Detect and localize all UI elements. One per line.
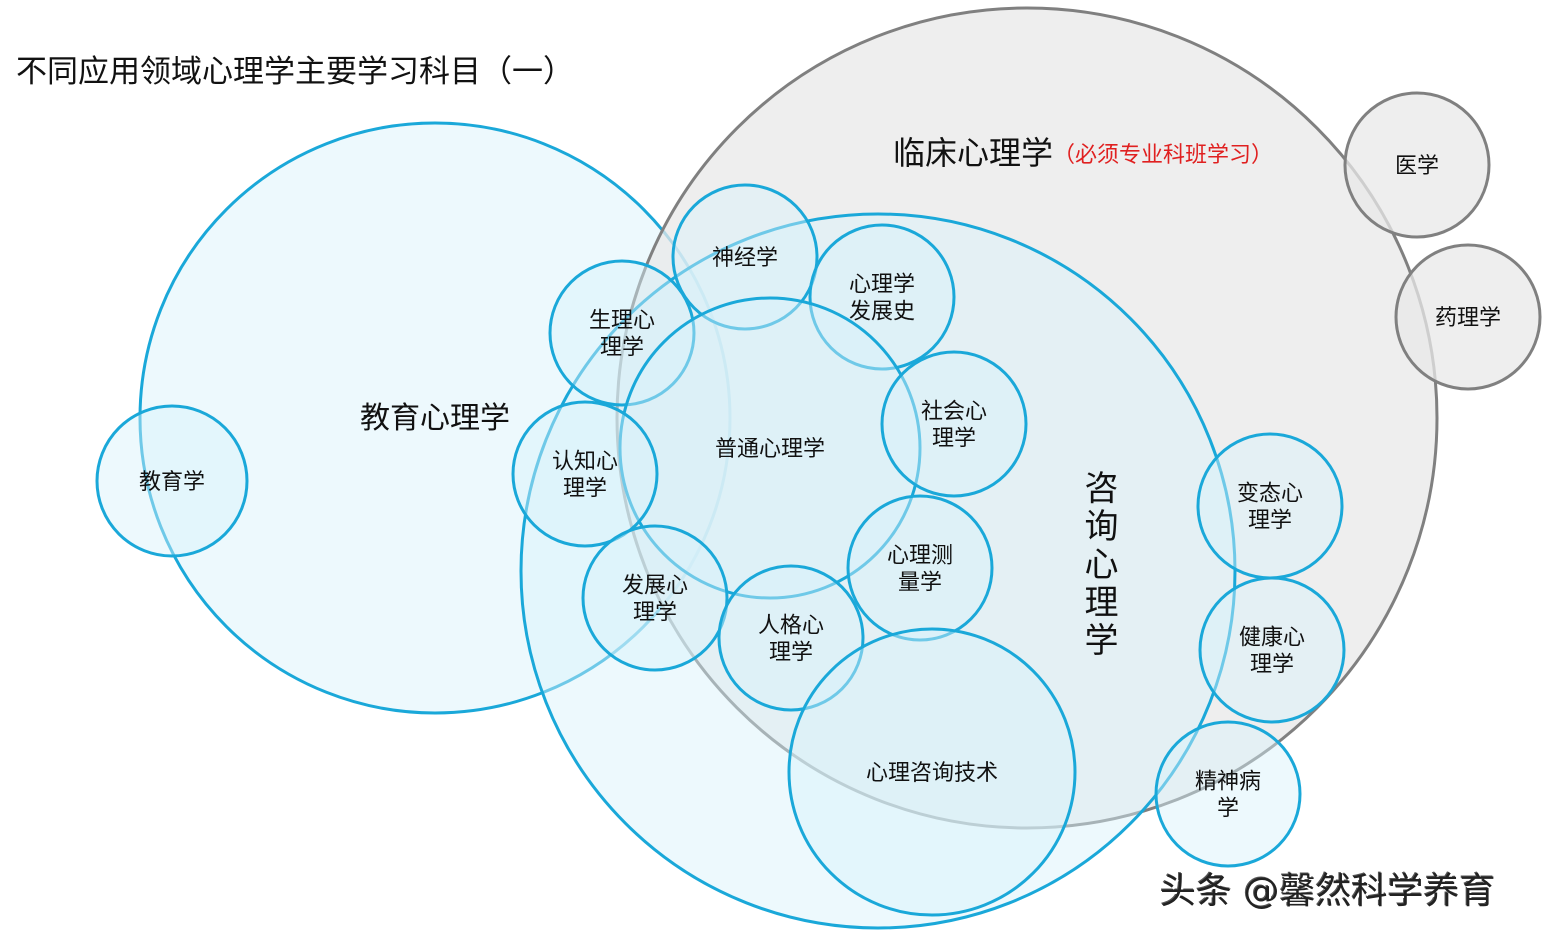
fazhan-circle <box>581 524 729 672</box>
fazhanshi-label: 心理学发展史 <box>849 273 915 325</box>
shehui-label: 社会心理学 <box>921 400 987 452</box>
clinical-note: （必须专业科班学习） <box>1053 143 1273 168</box>
clinical-label: 临床心理学（必须专业科班学习） <box>893 134 1273 172</box>
yaolixue-label: 药理学 <box>1435 306 1501 331</box>
renge-label: 人格心理学 <box>758 614 824 666</box>
yaolixue-circle <box>1394 243 1542 391</box>
education-psychology-label: 教育心理学 <box>360 401 510 436</box>
shengli-label: 生理心理学 <box>589 309 655 361</box>
jingshenbing-circle <box>1154 720 1302 868</box>
celiang-label: 心理测量学 <box>887 544 953 596</box>
renzhi-circle <box>511 400 659 548</box>
diagram-title: 不同应用领域心理学主要学习科目（一） <box>16 54 574 90</box>
jiankang-label: 健康心理学 <box>1239 626 1305 678</box>
jiaoyuxue-circle <box>95 404 249 558</box>
biantai-label: 变态心理学 <box>1237 482 1303 534</box>
yixue-label: 医学 <box>1395 154 1439 179</box>
shengli-circle <box>548 259 696 407</box>
jiaoyuxue-label: 教育学 <box>139 470 205 495</box>
fazhan-label: 发展心理学 <box>622 574 688 626</box>
shehui-circle <box>880 350 1028 498</box>
watermark: 头条 @馨然科学养育 <box>1160 871 1496 912</box>
zixunjishu-circle <box>787 627 1077 917</box>
yixue-circle <box>1343 91 1491 239</box>
renzhi-label: 认知心理学 <box>552 450 618 502</box>
jingshenbing-label: 精神病学 <box>1195 770 1261 822</box>
jiankang-circle <box>1198 576 1346 724</box>
putong-circle <box>618 296 922 600</box>
shenjingxue-label: 神经学 <box>712 246 778 271</box>
counseling-circle <box>519 212 1237 930</box>
celiang-circle <box>846 494 994 642</box>
counseling-label: 咨询心理学 <box>1078 470 1118 660</box>
putong-label: 普通心理学 <box>715 437 825 462</box>
fazhanshi-circle <box>808 223 956 371</box>
zixunjishu-label: 心理咨询技术 <box>866 761 998 786</box>
shenjingxue-circle <box>671 183 819 331</box>
